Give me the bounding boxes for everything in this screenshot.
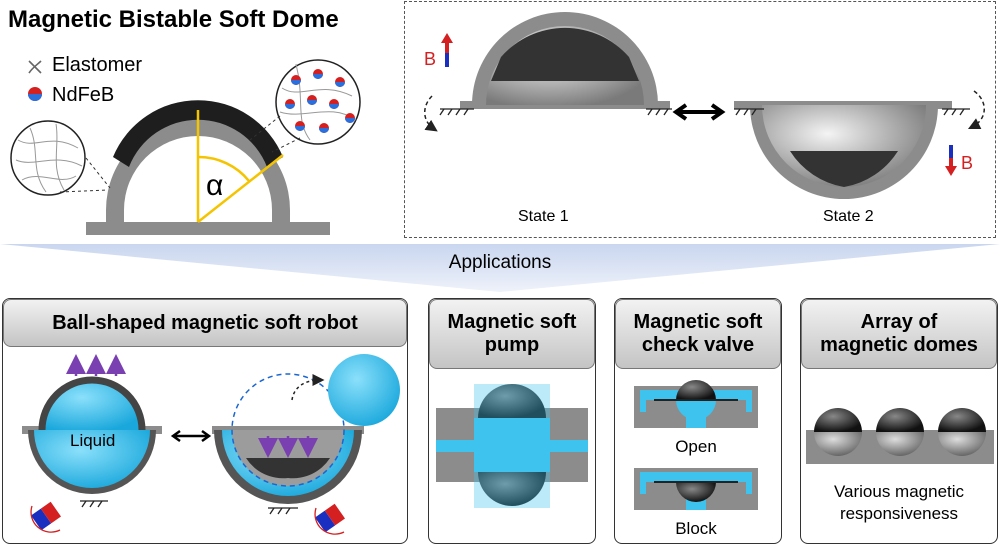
state1-dome: [460, 12, 670, 109]
elastomer-legend-icon: [28, 60, 42, 74]
robot-panel: Ball-shaped magnetic soft robot: [2, 298, 408, 544]
state1-ground-hatch: [439, 108, 672, 116]
pump-diagram: [436, 384, 588, 508]
array-panel-header: Array of magnetic domes: [801, 299, 997, 369]
state2-dome: [734, 101, 952, 199]
legend-elastomer-label: Elastomer: [52, 54, 143, 76]
state1-field-arrow-icon: [441, 33, 453, 67]
robot2-rotation-arrow: [314, 507, 345, 535]
robot-switch-icon: [170, 429, 212, 443]
release-arrow: [291, 374, 325, 401]
robot2-magnet-icon: [315, 503, 345, 533]
main-dome-diagram: α: [10, 59, 361, 235]
angle-lines: [196, 110, 284, 223]
array-diagram: [806, 408, 994, 464]
valve-open: [634, 380, 758, 428]
zoom-left-guide: [59, 157, 111, 193]
array-caption-line2: responsiveness: [839, 504, 959, 523]
pump-dome-bottom: [478, 472, 546, 506]
pump-dome-top: [478, 384, 546, 418]
pump-panel-header: Magnetic soft pump: [429, 299, 595, 369]
valve-panel-header: Magnetic soft check valve: [615, 299, 781, 369]
array-dome-3: [938, 408, 986, 456]
array-caption-line1: Various magnetic: [833, 482, 965, 501]
legend-ndfeb-label: NdFeB: [52, 84, 115, 106]
robot2-ground-hatch: [268, 507, 298, 515]
valve-diagram: Open Block: [634, 380, 758, 538]
robot-panel-title: Ball-shaped magnetic soft robot: [52, 311, 358, 334]
elastomer-zoom-circle: [10, 120, 86, 196]
released-liquid-ball: [328, 354, 400, 426]
robot1-magnet-icon: [31, 501, 61, 531]
applications-label: Applications: [448, 252, 552, 273]
states-panel: [404, 1, 996, 238]
state2-ground-hatch: [734, 108, 970, 116]
array-title-line1: Array of: [860, 311, 938, 333]
valve-title-line2: check valve: [641, 334, 755, 356]
state1-rotation-arrow: [424, 95, 438, 132]
ndfeb-particles: [285, 69, 355, 133]
robot-released-outline: [231, 373, 345, 487]
valve-title-line1: Magnetic soft: [633, 311, 763, 333]
angle-label: α: [206, 169, 223, 202]
array-title-line2: magnetic domes: [820, 334, 978, 356]
states-diagram: B B: [424, 12, 985, 199]
ndfeb-legend-icon: [28, 87, 42, 101]
robot1-rotation-arrow: [30, 505, 61, 533]
robot-force-arrows-up: [66, 354, 126, 376]
pump-title-line2: pump: [484, 334, 540, 356]
legend-icons: [28, 60, 42, 101]
valve-open-label: Open: [675, 437, 717, 456]
angle-arc: [197, 155, 250, 182]
state1-label: State 1: [518, 208, 569, 225]
dome-magnetic-band: [113, 100, 283, 167]
robot-diagram: Liquid: [22, 354, 400, 535]
robot1-ground-hatch: [80, 500, 108, 508]
bistable-switch-icon: [672, 103, 726, 121]
robot-force-arrows-down: [258, 436, 318, 458]
array-dome-2: [876, 408, 924, 456]
array-dome-1: [814, 408, 862, 456]
robot-panel-header: Ball-shaped magnetic soft robot: [3, 299, 407, 347]
zoom-right-guide: [249, 115, 301, 153]
state2-label: State 2: [823, 208, 874, 225]
figure-title: Magnetic Bistable Soft Dome: [8, 6, 339, 33]
valve-block-label: Block: [675, 519, 717, 538]
liquid-label: Liquid: [70, 431, 115, 450]
pump-title-line1: Magnetic soft: [447, 311, 577, 333]
valve-block: [634, 468, 758, 510]
elastomer-network: [15, 123, 83, 193]
state2-field-arrow-icon: [945, 145, 957, 176]
state2-rotation-arrow: [967, 90, 985, 130]
state1-field-label: B: [424, 49, 436, 69]
state2-field-label: B: [961, 153, 973, 173]
applications-banner: [0, 244, 1000, 292]
